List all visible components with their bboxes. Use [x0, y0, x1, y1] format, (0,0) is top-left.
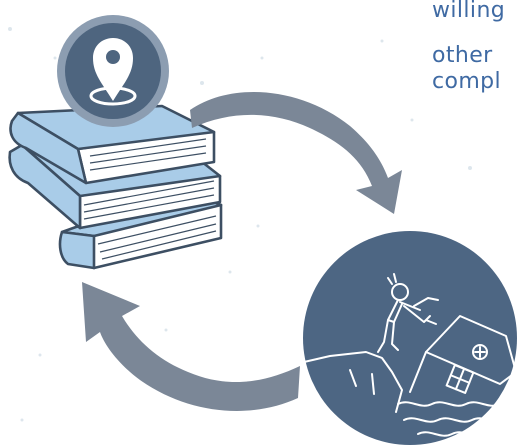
sinking-house	[409, 315, 517, 415]
person-figure	[377, 273, 439, 353]
cliff-scene-icon	[303, 231, 517, 445]
map-pin-icon	[89, 38, 137, 106]
curved-arrow-top-right	[190, 91, 402, 214]
text-line-2: other	[432, 43, 493, 68]
text-line-3: compl	[432, 69, 502, 94]
curved-arrow-bottom-left	[82, 282, 300, 411]
text-line-1: willing	[432, 0, 506, 23]
book-top	[9, 104, 216, 185]
location-badge	[57, 15, 169, 127]
books-icon	[8, 104, 223, 270]
